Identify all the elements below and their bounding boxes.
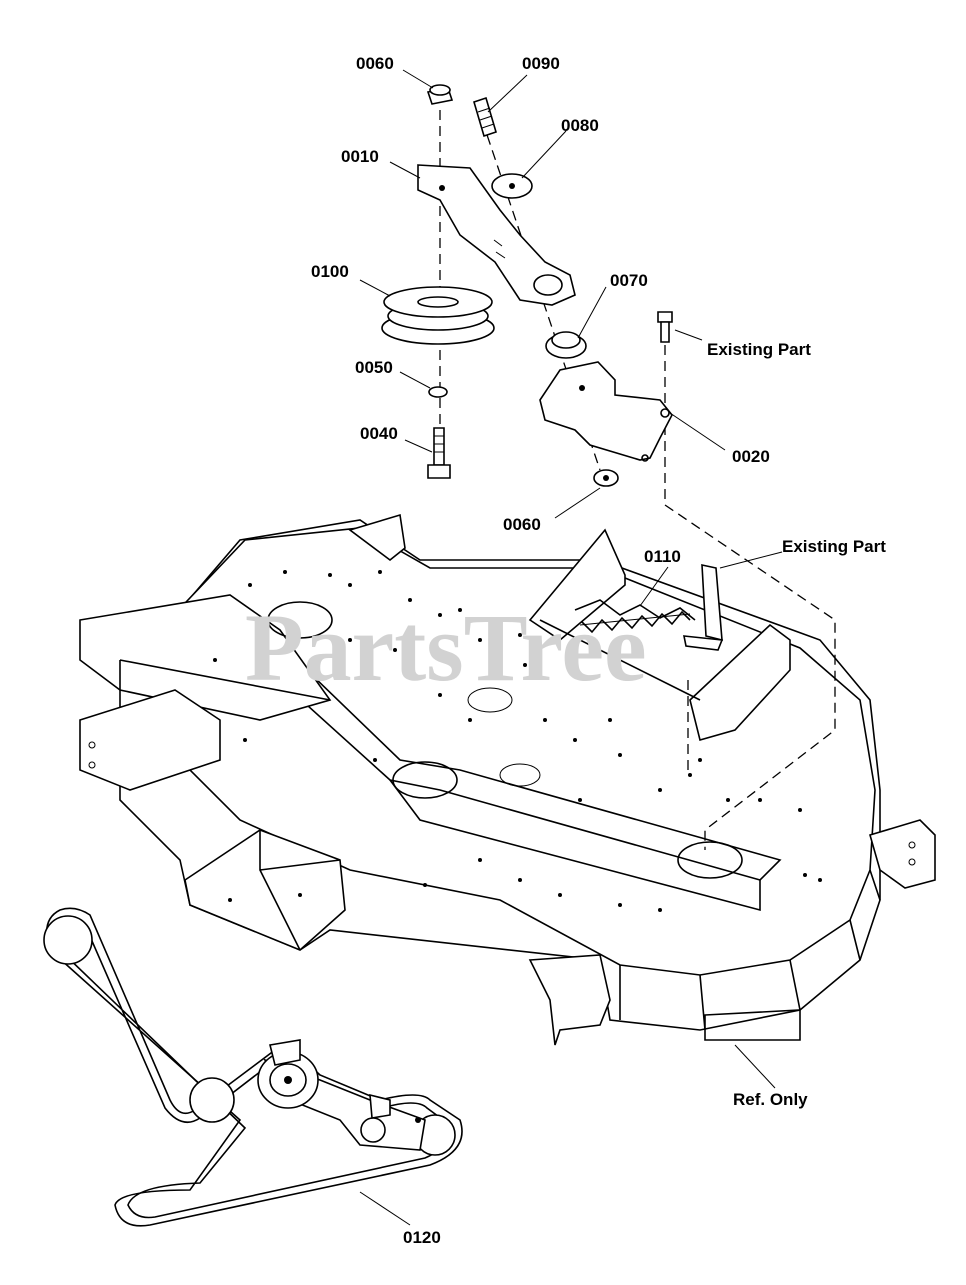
label-0070: 0070 [610,271,648,290]
part-0010 [417,164,576,306]
part-0080 [491,173,533,199]
label-0040: 0040 [360,424,398,443]
label-0120: 0120 [403,1228,441,1247]
existing-bracket [683,563,724,651]
label-existing-part-bolt: Existing Part [707,340,811,359]
part-0110 [574,599,696,634]
part-0040 [427,427,451,479]
deck-holes [213,570,822,912]
part-0090 [473,96,497,138]
watermark: PartsTree [245,594,647,701]
mower-deck [79,513,936,1046]
leader-lines [359,69,783,1226]
drive-belt [43,907,463,1227]
existing-bolt [657,311,673,343]
part-labels: 0060 0090 0080 0010 0070 0100 Existing P… [311,54,886,1247]
part-0070 [545,331,587,359]
part-0060-top [426,84,454,105]
label-0110: 0110 [644,547,681,566]
label-0050: 0050 [355,358,393,377]
label-0060-top: 0060 [356,54,394,73]
label-0090: 0090 [522,54,560,73]
part-0050 [428,386,448,398]
label-0020: 0020 [732,447,770,466]
label-0100: 0100 [311,262,349,281]
label-0080: 0080 [561,116,599,135]
part-0020 [539,361,673,462]
label-ref-only: Ref. Only [733,1090,808,1109]
label-0060-bottom: 0060 [503,515,541,534]
part-0100 [381,286,495,345]
label-existing-part-bracket: Existing Part [782,537,886,556]
part-0060-bottom [593,469,619,487]
label-0010: 0010 [341,147,379,166]
